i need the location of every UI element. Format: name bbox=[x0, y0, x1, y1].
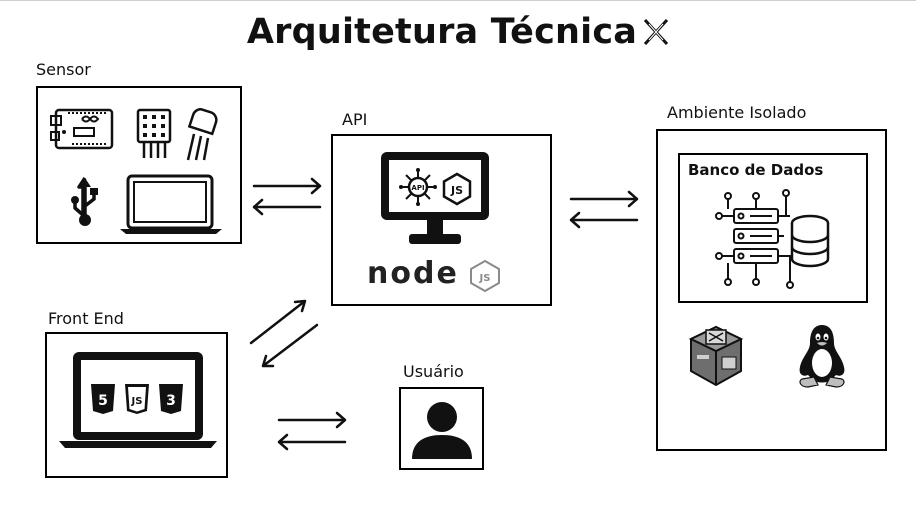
top-divider bbox=[0, 0, 916, 1]
sensor-api-arrows bbox=[252, 177, 322, 216]
humidity-sensor-icon bbox=[136, 108, 172, 158]
api-gear-icon: API bbox=[399, 168, 437, 206]
diagram-title: Arquitetura Técnica bbox=[246, 12, 638, 52]
css3-text: 3 bbox=[166, 393, 176, 409]
laptop-icon bbox=[120, 174, 222, 234]
frontend-box: 5 JS 3 bbox=[45, 332, 228, 478]
diagram-title-wrap: Arquitetura Técnica bbox=[0, 12, 916, 52]
sensor-box bbox=[36, 86, 242, 244]
virtualbox-icon bbox=[688, 325, 744, 387]
api-label: API bbox=[342, 110, 368, 129]
linux-tux-icon bbox=[799, 325, 845, 388]
nodejs-logo-text: node bbox=[367, 256, 459, 291]
ambiente-box: Banco de Dados bbox=[656, 129, 887, 451]
nodejs-hex-icon: JS bbox=[442, 172, 472, 206]
banco-title: Banco de Dados bbox=[688, 161, 824, 179]
usuario-box bbox=[399, 387, 484, 470]
css3-icon: 3 bbox=[159, 384, 183, 414]
html5-text: 5 bbox=[98, 393, 108, 409]
x-logo-icon bbox=[644, 18, 669, 46]
nodejs-logo-js: JS bbox=[479, 273, 491, 284]
database-server-icon bbox=[715, 189, 830, 289]
nodejs-logo: node JS bbox=[367, 256, 500, 292]
usb-icon bbox=[71, 177, 98, 226]
api-gear-text: API bbox=[411, 184, 424, 192]
frontend-api-arrows bbox=[249, 299, 319, 368]
transistor-icon bbox=[186, 108, 218, 161]
usuario-label: Usuário bbox=[403, 362, 464, 381]
user-avatar-icon bbox=[412, 402, 472, 459]
arduino-board-icon bbox=[50, 108, 114, 150]
html5-icon: 5 bbox=[91, 384, 115, 414]
api-box: API JS node JS bbox=[331, 134, 552, 306]
ambiente-label: Ambiente Isolado bbox=[667, 103, 807, 122]
frontend-usuario-arrows bbox=[277, 411, 347, 451]
api-ambiente-arrows bbox=[569, 190, 639, 229]
nodejs-hex-text: JS bbox=[450, 184, 463, 197]
frontend-label: Front End bbox=[48, 309, 124, 328]
sensor-label: Sensor bbox=[36, 60, 91, 79]
js-text: JS bbox=[131, 396, 143, 407]
js-icon: JS bbox=[125, 384, 149, 414]
banco-box: Banco de Dados bbox=[678, 153, 868, 303]
